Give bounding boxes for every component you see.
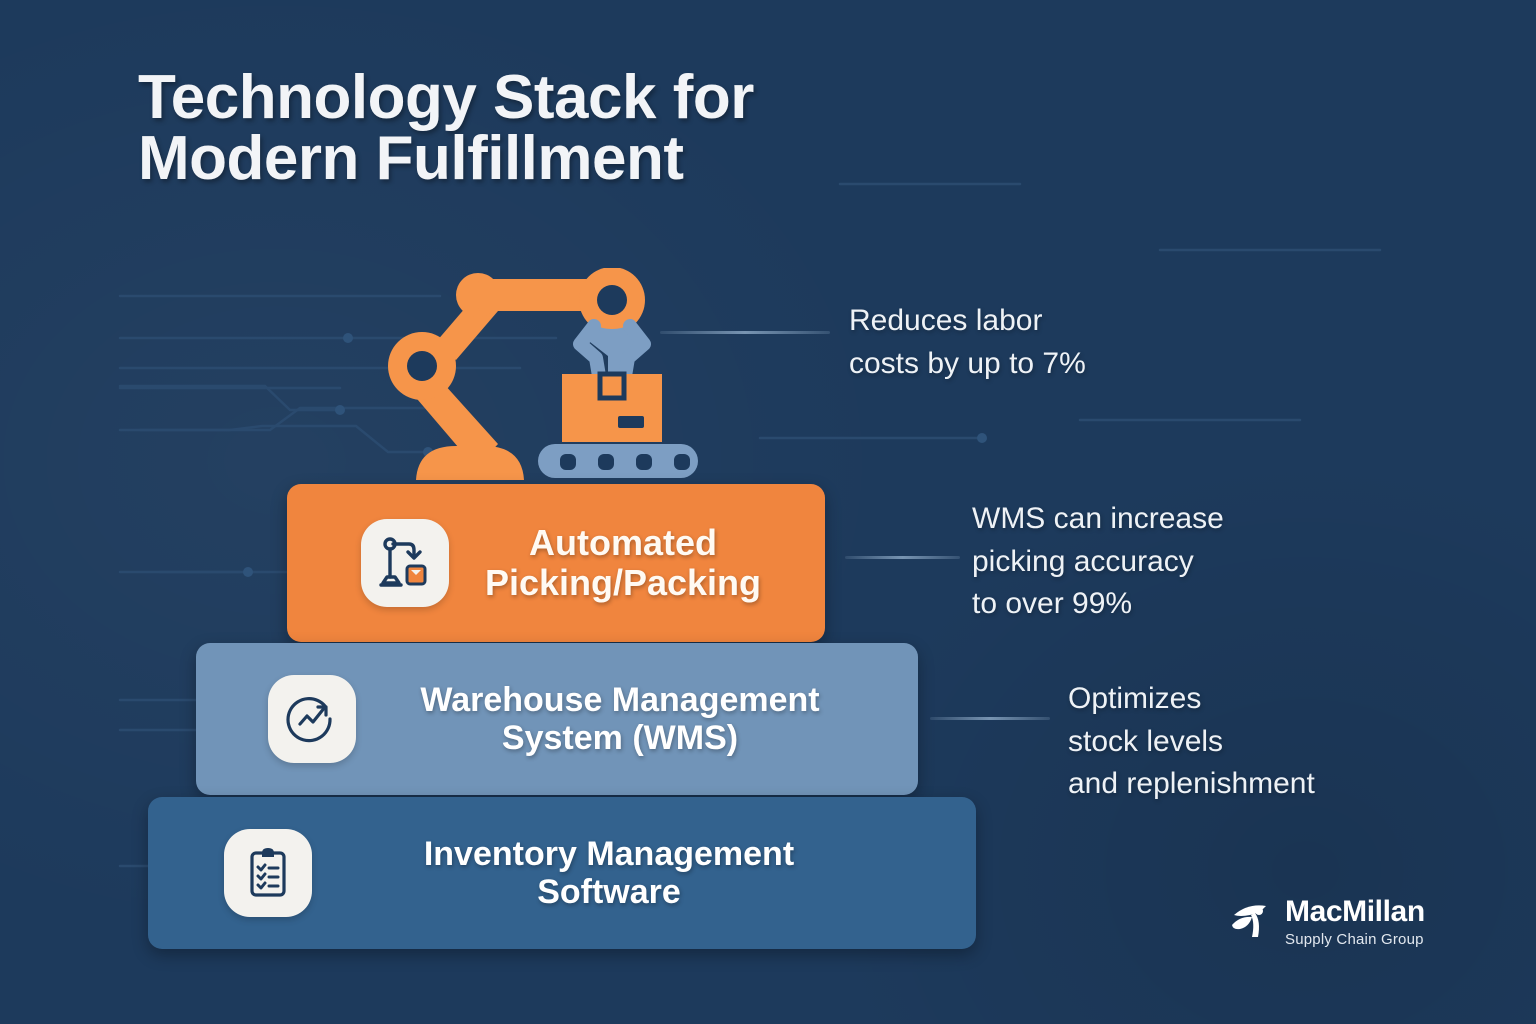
brand-logo: MacMillan Supply Chain Group (1228, 897, 1425, 947)
callout-picking-accuracy: WMS can increase picking accuracy to ove… (972, 502, 1224, 621)
connector-line-3 (930, 717, 1050, 720)
connector-line-1 (660, 331, 830, 334)
tier-label: Inventory Management Software (423, 834, 795, 911)
callout-stock-levels: Optimizes stock levels and replenishment (1068, 682, 1315, 801)
tier-warehouse-management-system[interactable]: Warehouse Management System (WMS) (196, 643, 918, 795)
tier-label: Automated Picking/Packing (484, 521, 762, 603)
robot-arm-icon (361, 519, 449, 607)
tier-label: Warehouse Management System (WMS) (420, 680, 820, 757)
page-title: Technology Stack for Modern Fulfillment (138, 63, 754, 193)
connector-line-2 (845, 556, 960, 559)
robotic-arm-conveyor-illustration (388, 268, 698, 480)
macmillan-swoosh-icon (1232, 905, 1266, 937)
logo-tagline: Supply Chain Group (1285, 931, 1424, 948)
logo-name: MacMillan (1285, 895, 1425, 928)
tier-automated-picking-packing[interactable]: Automated Picking/Packing (287, 484, 825, 642)
clipboard-checklist-icon (224, 829, 312, 917)
callout-labor-cost: Reduces labor costs by up to 7% (849, 304, 1086, 380)
tier-inventory-management-software[interactable]: Inventory Management Software (148, 797, 976, 949)
analytics-trend-icon (268, 675, 356, 763)
